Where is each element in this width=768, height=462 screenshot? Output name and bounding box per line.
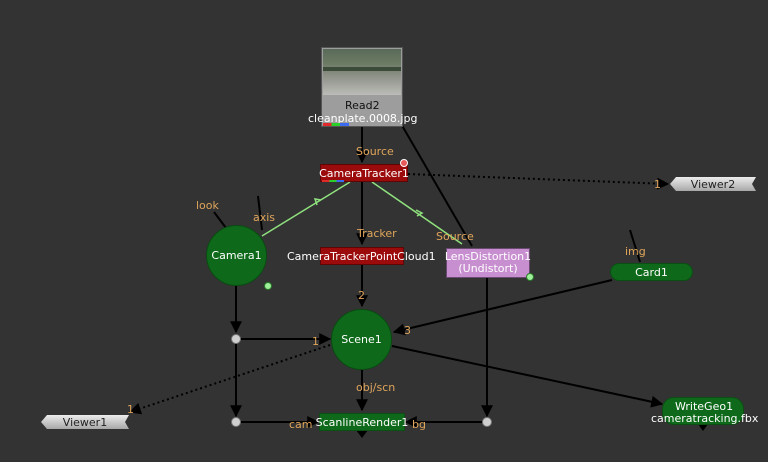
cam-label: cam <box>289 418 313 431</box>
obj-scn-label: obj/scn <box>356 381 396 394</box>
img-label: img <box>625 245 646 258</box>
look-label: look <box>196 199 219 212</box>
scanline-render-node[interactable]: ScanlineRender1 <box>316 413 408 431</box>
viewer1-node[interactable]: Viewer1 <box>41 415 129 429</box>
axis-label: axis <box>253 211 276 224</box>
input-3-scene: 3 <box>404 324 411 337</box>
viewer2-node[interactable]: Viewer2 <box>670 177 756 191</box>
card-node[interactable]: Card1 <box>610 263 693 281</box>
writegeo-file: cameratracking.fbx <box>651 412 759 425</box>
input-1-scene: 1 <box>312 335 319 348</box>
lens-distortion-label: LensDistortion1 <box>444 250 532 263</box>
dot-node-bottom-right[interactable] <box>482 417 492 427</box>
input-2-scene: 2 <box>358 289 365 302</box>
tracker-badge <box>400 159 408 167</box>
read-color-bar <box>323 123 349 126</box>
writegeo-node[interactable] <box>662 397 744 425</box>
writegeo-name: WriteGeo1 <box>675 400 734 413</box>
scene-node[interactable]: Scene1 <box>331 309 392 370</box>
read-node-file: cleanplate.0008.jpg <box>308 112 418 125</box>
point-cloud-node[interactable] <box>320 247 404 265</box>
camera-node[interactable]: Camera1 <box>206 225 267 286</box>
camera-indicator <box>264 282 272 290</box>
lens-distortion-sub: (Undistort) <box>458 262 518 275</box>
camera-tracker-node[interactable]: CameraTracker1 <box>319 164 409 182</box>
lens-indicator <box>526 273 534 281</box>
tracker-label: Tracker <box>357 227 397 240</box>
source2-label: Source <box>436 230 474 243</box>
input-1-viewer1: 1 <box>127 403 134 416</box>
lens-distortion-node[interactable]: LensDistortion1 (Undistort) <box>444 248 532 278</box>
read-thumbnail <box>323 49 401 95</box>
dot-node-left[interactable] <box>231 334 241 344</box>
read-node[interactable] <box>321 47 403 127</box>
tracker-color-bar <box>322 180 344 182</box>
read-node-name: Read2 <box>345 99 380 112</box>
input-1-viewer2: 1 <box>654 178 661 191</box>
point-cloud-label: CameraTrackerPointCloud1 <box>287 250 436 263</box>
bg-label: bg <box>412 418 426 431</box>
dot-node-bottom-left[interactable] <box>231 417 241 427</box>
source-label: Source <box>356 145 394 158</box>
